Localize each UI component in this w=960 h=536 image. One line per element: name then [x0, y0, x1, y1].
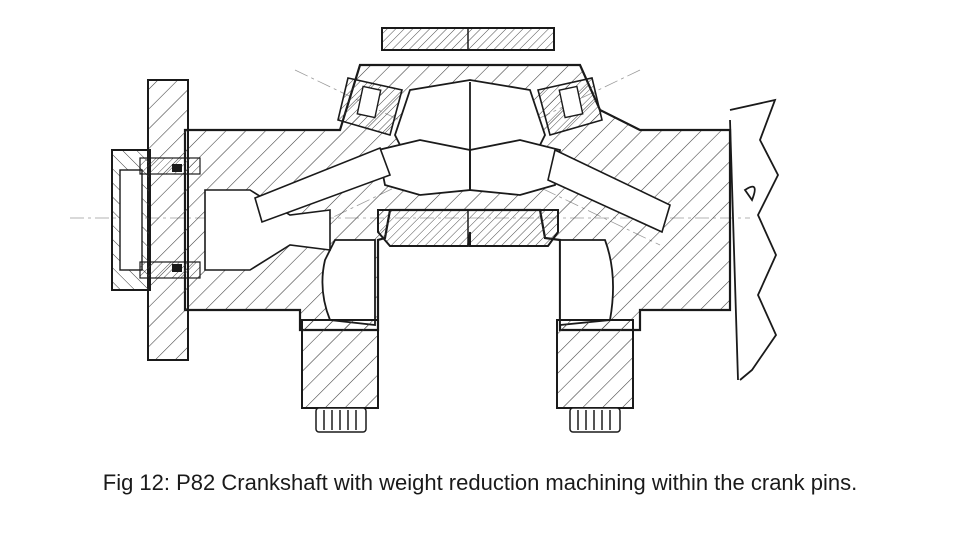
- figure-caption: Fig 12: P82 Crankshaft with weight reduc…: [102, 470, 858, 495]
- counterweight-left: [301, 319, 379, 409]
- oil-passages: [254, 146, 671, 234]
- spline-stub-left: [315, 407, 367, 433]
- roller-bearing-left: [337, 77, 403, 136]
- left-flange: [111, 79, 201, 361]
- counterweight-right: [556, 319, 634, 409]
- crankshaft-section-drawing: [70, 27, 780, 433]
- crank-pins: [376, 79, 562, 196]
- lower-bearing-cap: [377, 209, 559, 247]
- top-bearing-cap: [381, 27, 555, 51]
- roller-bearing-right: [537, 77, 603, 136]
- spline-stub-right: [569, 407, 621, 433]
- shaft-break-right: [729, 98, 780, 381]
- seal-rings: [172, 164, 182, 272]
- crankshaft-body: [183, 63, 732, 332]
